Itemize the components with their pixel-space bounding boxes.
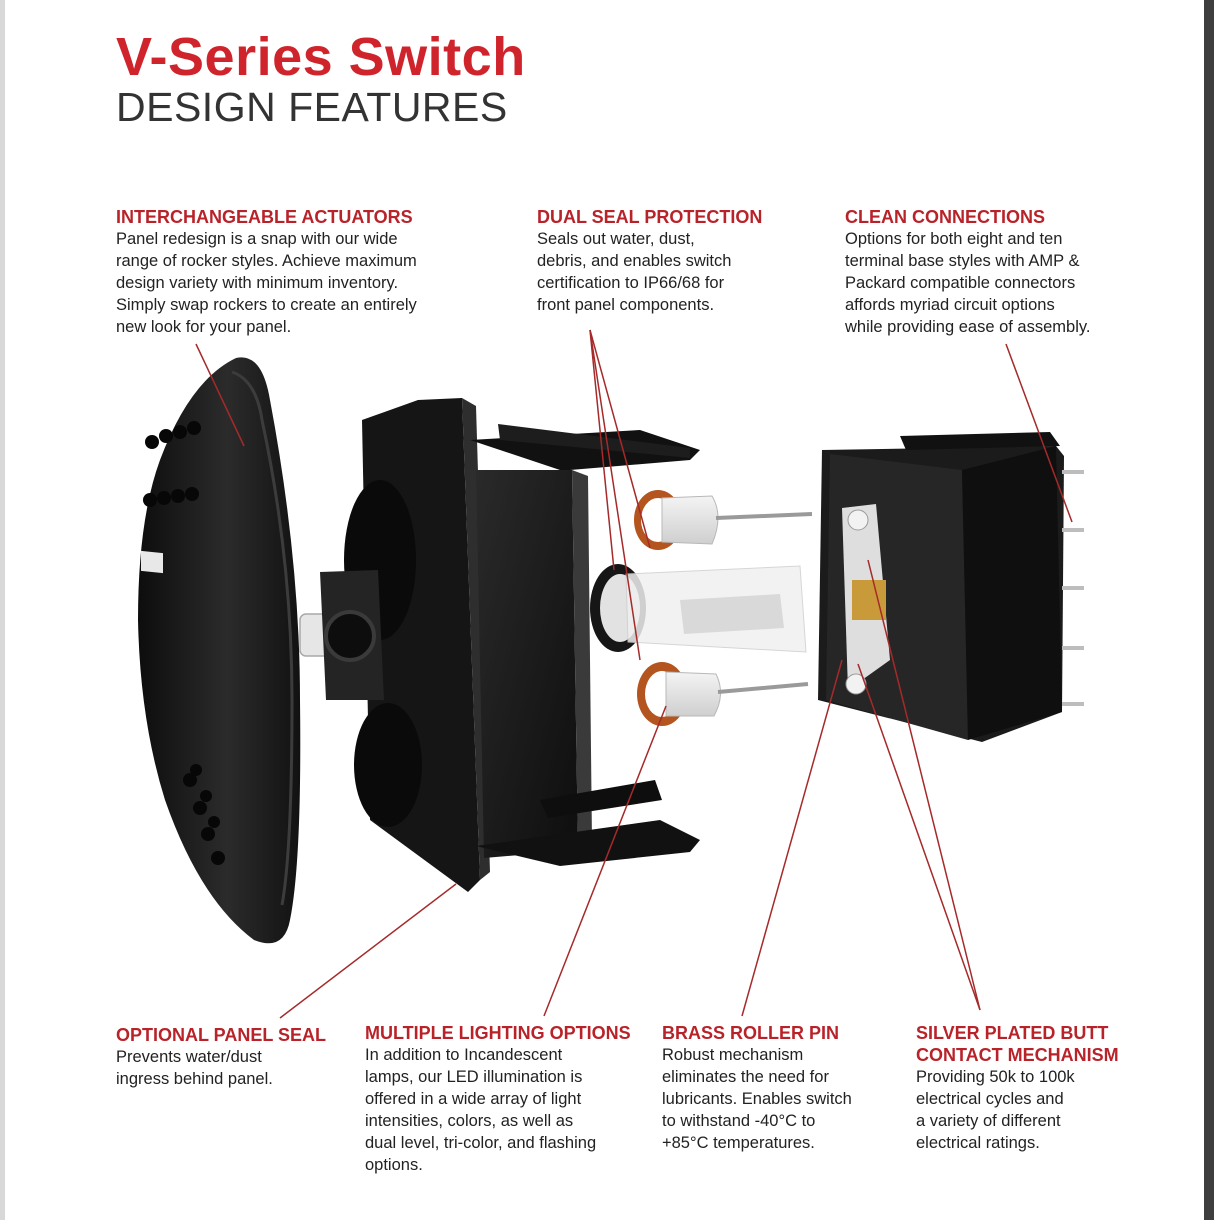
feature-heading: BRASS ROLLER PIN <box>662 1023 840 1043</box>
feature-dual-seal-protection: DUAL SEAL PROTECTION Seals out water, du… <box>537 206 762 316</box>
page-subtitle: DESIGN FEATURES <box>116 84 508 130</box>
feature-description: In addition to Incandescent lamps, our L… <box>365 1044 631 1176</box>
feature-brass-roller-pin: BRASS ROLLER PIN Robust mechanism elimin… <box>662 1022 852 1154</box>
heading-line: CONTACT MECHANISM <box>916 1045 1119 1065</box>
description-line: Seals out water, dust, <box>537 230 695 248</box>
seal-rings <box>590 490 813 726</box>
feature-clean-connections: CLEAN CONNECTIONS Options for both eight… <box>845 206 1091 338</box>
description-line: while providing ease of assembly. <box>845 318 1091 336</box>
description-line: +85°C temperatures. <box>662 1134 815 1152</box>
feature-description: Options for both eight and ten terminal … <box>845 228 1091 338</box>
feature-description: Panel redesign is a snap with our wide r… <box>116 228 417 338</box>
description-line: electrical cycles and <box>916 1090 1064 1108</box>
description-line: Providing 50k to 100k <box>916 1068 1075 1086</box>
description-line: design variety with minimum inventory. <box>116 274 399 292</box>
description-line: eliminates the need for <box>662 1068 829 1086</box>
switch-bezel <box>320 398 490 892</box>
terminal-base <box>818 432 1084 742</box>
description-line: Panel redesign is a snap with our wide <box>116 230 398 248</box>
page-title: V-Series Switch <box>116 27 526 87</box>
description-line: lamps, our LED illumination is <box>365 1068 583 1086</box>
description-line: In addition to Incandescent <box>365 1046 563 1064</box>
feature-description: Robust mechanism eliminates the need for… <box>662 1044 852 1154</box>
feature-description: Prevents water/dust ingress behind panel… <box>116 1046 326 1090</box>
feature-interchangeable-actuators: INTERCHANGEABLE ACTUATORS Panel redesign… <box>116 206 417 338</box>
switch-housing <box>470 424 700 866</box>
feature-description: Seals out water, dust, debris, and enabl… <box>537 228 762 316</box>
description-line: electrical ratings. <box>916 1134 1040 1152</box>
heading-line: SILVER PLATED BUTT <box>916 1023 1109 1043</box>
description-line: intensities, colors, as well as <box>365 1112 574 1130</box>
feature-heading: SILVER PLATED BUTT CONTACT MECHANISM <box>916 1022 1119 1066</box>
callout-lines <box>195 329 1073 1019</box>
description-line: range of rocker styles. Achieve maximum <box>116 252 417 270</box>
feature-silver-plated-butt-contact: SILVER PLATED BUTT CONTACT MECHANISM Pro… <box>916 1022 1119 1154</box>
description-line: Prevents water/dust <box>116 1048 262 1066</box>
description-line: certification to IP66/68 for <box>537 274 725 292</box>
description-line: Packard compatible connectors <box>845 274 1076 292</box>
description-line: debris, and enables switch <box>537 252 732 270</box>
feature-heading: CLEAN CONNECTIONS <box>845 207 1046 227</box>
feature-heading: MULTIPLE LIGHTING OPTIONS <box>365 1023 631 1043</box>
feature-heading: OPTIONAL PANEL SEAL <box>116 1025 327 1045</box>
feature-multiple-lighting-options: MULTIPLE LIGHTING OPTIONS In addition to… <box>365 1022 631 1176</box>
description-line: Simply swap rockers to create an entirel… <box>116 296 417 314</box>
description-line: dual level, tri-color, and flashing <box>365 1134 597 1152</box>
description-line: terminal base styles with AMP & <box>845 252 1080 270</box>
description-line: offered in a wide array of light <box>365 1090 582 1108</box>
feature-heading: DUAL SEAL PROTECTION <box>537 207 763 227</box>
description-line: ingress behind panel. <box>116 1070 273 1088</box>
feature-heading: INTERCHANGEABLE ACTUATORS <box>116 207 413 227</box>
rocker-actuator <box>138 357 301 944</box>
right-page-edge <box>1204 0 1214 1220</box>
description-line: options. <box>365 1156 423 1174</box>
description-line: new look for your panel. <box>116 318 292 336</box>
left-page-edge <box>0 0 5 1220</box>
description-line: front panel components. <box>537 296 715 314</box>
description-line: affords myriad circuit options <box>845 296 1055 314</box>
feature-description: Providing 50k to 100k electrical cycles … <box>916 1066 1119 1154</box>
description-line: Robust mechanism <box>662 1046 804 1064</box>
description-line: to withstand -40°C to <box>662 1112 816 1130</box>
description-line: lubricants. Enables switch <box>662 1090 852 1108</box>
description-line: a variety of different <box>916 1112 1061 1130</box>
feature-optional-panel-seal: OPTIONAL PANEL SEAL Prevents water/dust … <box>116 1024 326 1090</box>
description-line: Options for both eight and ten <box>845 230 1063 248</box>
